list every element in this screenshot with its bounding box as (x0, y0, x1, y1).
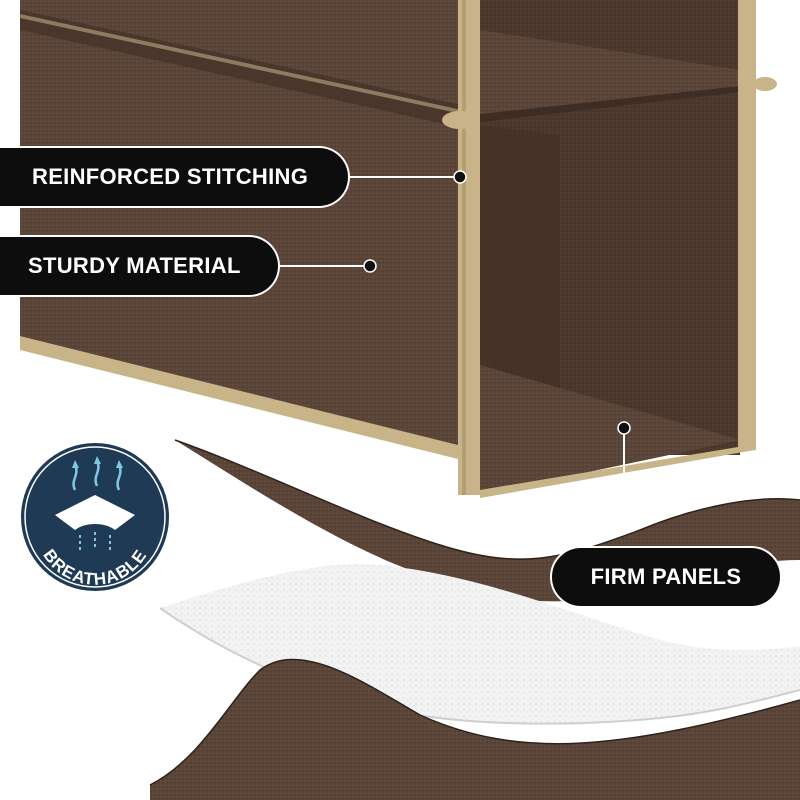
organizer-compartments (480, 0, 777, 498)
callout-label: STURDY MATERIAL (28, 253, 241, 278)
breathable-badge: BREATHABLE (17, 439, 173, 595)
callout-reinforced-stitching: REINFORCED STITCHING (0, 146, 350, 208)
callout-label: FIRM PANELS (590, 564, 742, 589)
callout-leaders (280, 170, 631, 546)
callout-firm-panels: FIRM PANELS (550, 546, 782, 608)
callout-sturdy-material: STURDY MATERIAL (0, 235, 280, 297)
organizer-side-panel (20, 0, 462, 460)
corner-trim (442, 0, 480, 495)
breathable-layers-icon (55, 456, 135, 552)
callout-label: REINFORCED STITCHING (32, 164, 309, 189)
